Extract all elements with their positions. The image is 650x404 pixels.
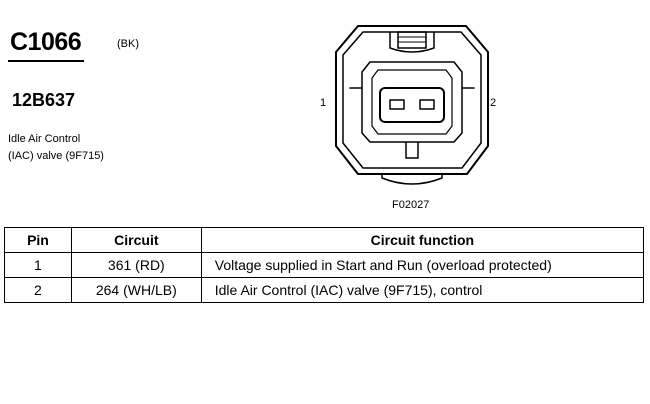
part-number: 12B637 — [12, 90, 76, 110]
table-row: 1 361 (RD) Voltage supplied in Start and… — [4, 252, 645, 278]
table-row: 2 264 (WH/LB) Idle Air Control (IAC) val… — [4, 277, 645, 303]
housing-outer-outline — [335, 25, 489, 175]
cavity-frame-outer — [361, 61, 463, 143]
connector-id: C1066 — [10, 28, 82, 56]
pin-1-cavity — [389, 99, 405, 110]
pin-cell: 1 — [4, 252, 72, 278]
pin-1-label: 1 — [320, 97, 327, 109]
latch-window — [397, 31, 427, 49]
function-cell: Voltage supplied in Start and Run (overl… — [200, 252, 645, 278]
housing-inner-outline — [342, 31, 482, 169]
connector-face-drawing — [335, 25, 489, 185]
column-header-pin: Pin — [4, 227, 72, 253]
figure-id: F02027 — [392, 199, 430, 211]
latch-outline — [389, 31, 435, 53]
circuit-cell: 361 (RD) — [70, 252, 202, 278]
pin-2-label: 2 — [490, 97, 497, 109]
bottom-key — [405, 141, 419, 159]
circuit-cell: 264 (WH/LB) — [70, 277, 202, 303]
function-cell: Idle Air Control (IAC) valve (9F715), co… — [200, 277, 645, 303]
component-description-line1: Idle Air Control — [8, 133, 81, 145]
component-description-line2: (IAC) valve (9F715) — [8, 150, 104, 162]
connector-id-underline — [8, 60, 84, 62]
pin-cell: 2 — [4, 277, 72, 303]
pin-2-cavity — [419, 99, 435, 110]
cavity-frame-inner — [371, 69, 453, 135]
table-header-row: Pin Circuit Circuit function — [4, 227, 645, 253]
connector-color: (BK) — [117, 38, 139, 50]
column-header-function: Circuit function — [200, 227, 645, 253]
column-header-circuit: Circuit — [70, 227, 202, 253]
pin-table: Pin Circuit Circuit function 1 361 (RD) … — [4, 227, 645, 303]
housing-bottom-tab — [381, 173, 443, 185]
pin-housing — [379, 87, 445, 123]
